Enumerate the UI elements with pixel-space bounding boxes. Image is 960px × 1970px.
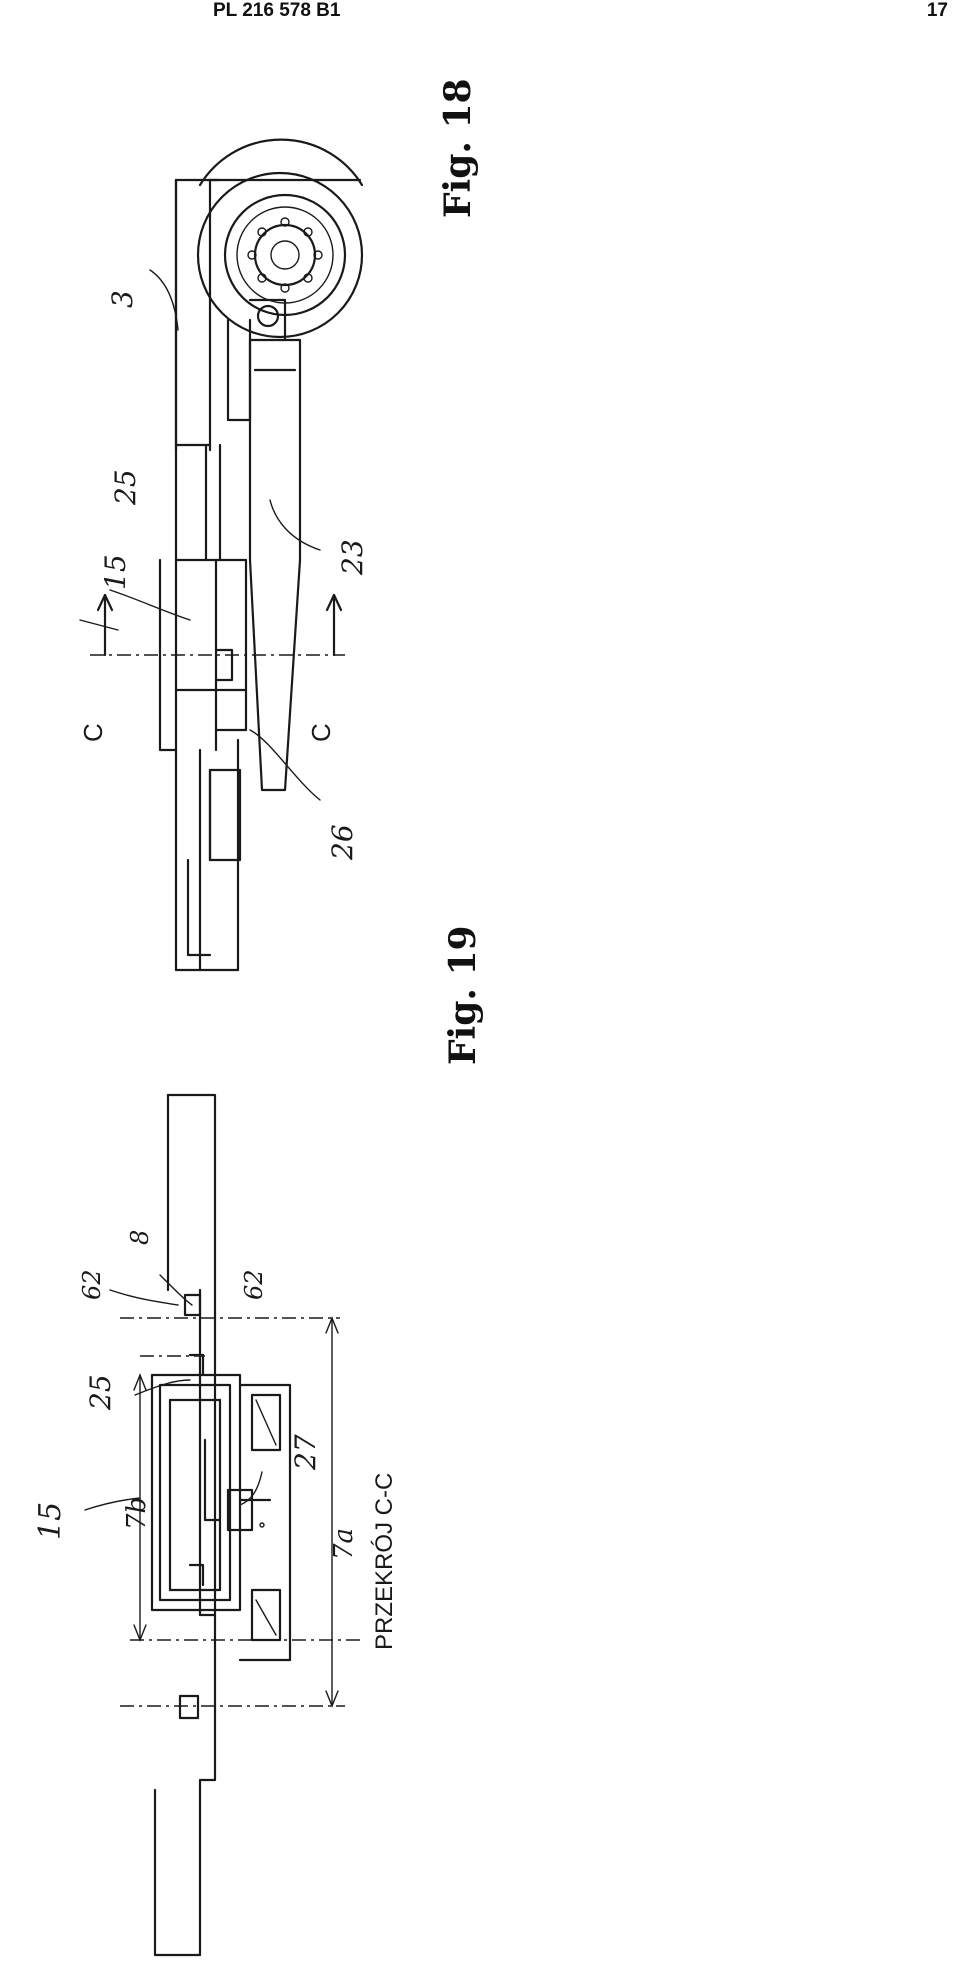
fig18-section-box [214, 558, 248, 732]
fig19-bar-top-cap [166, 1093, 217, 1302]
fig19-ref-25: 25 [84, 1374, 117, 1411]
fig18-swing-arm [248, 338, 302, 792]
fig19-ref-8: 8 [126, 1230, 154, 1245]
fig18-drawing [79, 138, 364, 972]
fig19-caption: Fig. 19 [442, 925, 484, 1065]
fig18-lower-block [208, 768, 242, 862]
fig19-drawing [84, 1093, 360, 1957]
fig18-caption: Fig. 18 [437, 78, 479, 218]
fig18-ref-23: 23 [336, 539, 369, 576]
fig19-ref-7a: 7a [329, 1528, 359, 1560]
fig19-slot-62a [183, 1293, 202, 1317]
fig19-housing [150, 1373, 242, 1612]
fig19-section-label: PRZEKRÓJ C-C [371, 1473, 398, 1650]
fig18-ref-15: 15 [99, 554, 132, 590]
fig18-ref-26: 26 [326, 824, 359, 861]
fig19-slot-8 [178, 1694, 200, 1720]
fig18-cut-label-left: C [78, 723, 108, 742]
fig19-ref-7b: 7b [122, 1497, 152, 1530]
fig19-ref-62a: 62 [78, 1269, 106, 1300]
fig19-ref-27: 27 [289, 1434, 322, 1471]
document-id: PL 216 578 B1 [213, 0, 341, 21]
fig19-ref-62b: 62 [240, 1269, 268, 1300]
fig18-wheel [196, 138, 364, 339]
fig18-ref-3: 3 [106, 290, 139, 308]
fig19-lower-mechanism [238, 1383, 292, 1662]
fig19-ref-15: 15 [33, 1502, 68, 1540]
fig18-ref-25: 25 [109, 469, 142, 506]
page-number: 17 [926, 0, 948, 21]
fig18-cut-label-right: C [306, 723, 336, 742]
